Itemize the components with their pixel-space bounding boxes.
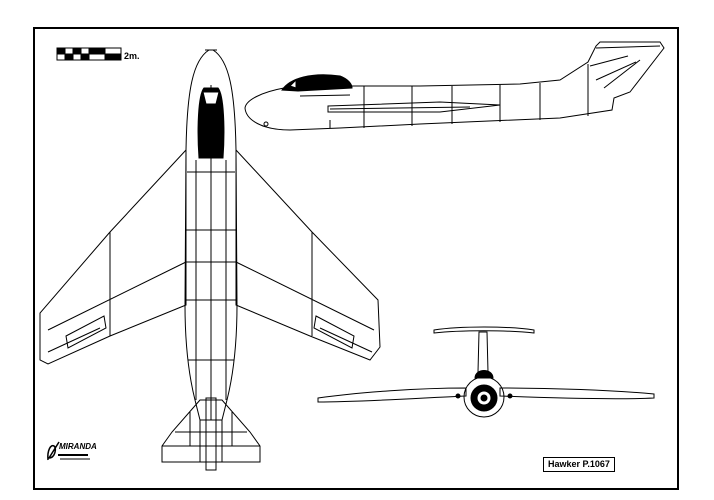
drawing-title: Hawker P.1067 — [543, 457, 615, 472]
front-wing — [317, 387, 467, 403]
front-tailplane — [433, 326, 535, 334]
front-view — [317, 326, 655, 418]
plan-view — [39, 49, 381, 471]
plan-right-wing — [235, 148, 381, 361]
signature-name: MIRANDA — [59, 442, 97, 451]
drawing-frame — [33, 27, 679, 490]
plan-canopy — [197, 87, 225, 159]
plan-tailplane — [161, 399, 261, 463]
side-fuselage — [244, 41, 665, 131]
plan-left-wing — [39, 148, 187, 365]
side-view — [244, 41, 665, 131]
scale-label: 2m. — [124, 51, 140, 61]
scale-bar — [56, 47, 122, 61]
artist-signature: MIRANDA — [45, 440, 97, 469]
side-canopy — [281, 74, 353, 92]
